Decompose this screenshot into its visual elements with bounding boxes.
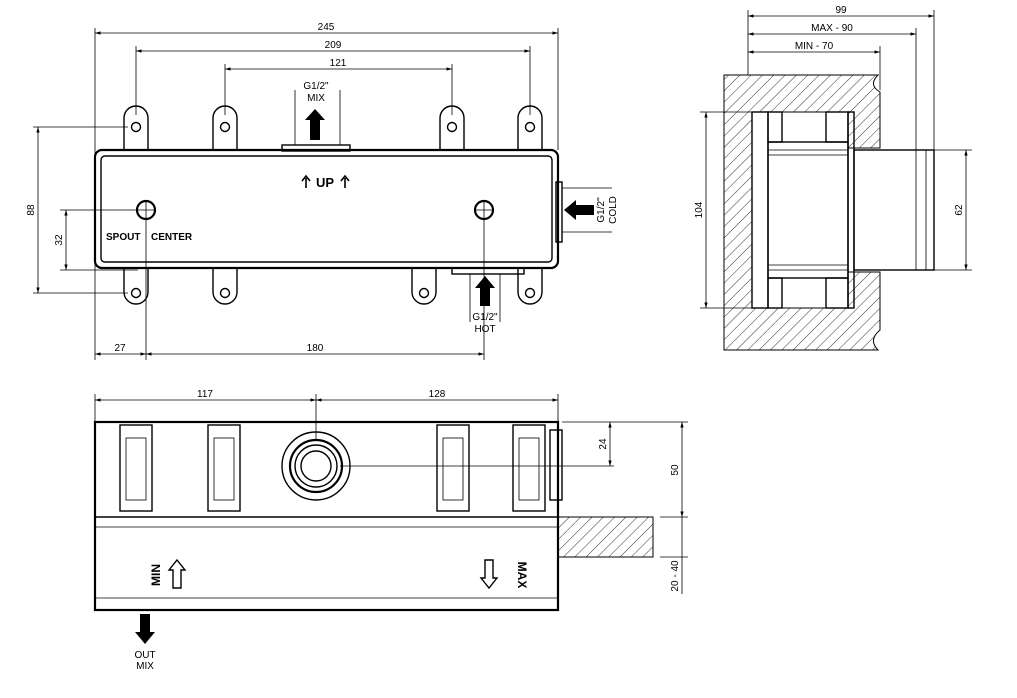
dim-center: 180: [307, 343, 324, 354]
front-body-outline: [93, 420, 560, 612]
mix-outlet-arrow-icon: [305, 109, 325, 140]
up-arrow-left-icon: [301, 174, 311, 188]
front-view: 117 128 24 50 20 - 40: [93, 389, 688, 672]
dim-99: 99: [835, 5, 847, 16]
hot-label: HOT: [474, 324, 495, 335]
dim-spout-offset: 32: [54, 234, 65, 246]
mounting-lugs-bottom: [123, 268, 543, 305]
dim-104: 104: [694, 201, 705, 218]
dim-50: 50: [670, 464, 681, 476]
dim-left: 27: [114, 343, 126, 354]
mixer-body-inner: [100, 155, 553, 263]
dim-inner-span: 121: [330, 58, 347, 69]
front-slots: [119, 424, 546, 512]
min-arrow-icon: [167, 558, 187, 589]
cartridge-body: [853, 149, 935, 271]
max-label: MAX: [515, 562, 529, 589]
dim-max: MAX - 90: [811, 23, 853, 34]
wall-section-hatch: [723, 74, 881, 351]
mixer-body-outline: [93, 148, 560, 270]
mounting-lugs-top: [123, 105, 543, 150]
cold-inlet-arrow-icon: [564, 200, 594, 220]
hot-size: G1/2": [472, 312, 498, 323]
dim-overall-width: 245: [318, 22, 335, 33]
dim-24: 24: [598, 438, 609, 450]
dim-117: 117: [197, 389, 213, 400]
dim-128: 128: [429, 389, 446, 400]
wall-slab-hatch: [557, 516, 654, 558]
cold-label: COLD: [608, 196, 619, 224]
up-arrow-right-icon: [340, 174, 350, 188]
cold-size: G1/2": [596, 197, 607, 223]
top-view: 245 209 121 88 32 27 180: [26, 22, 619, 360]
spout-label: SPOUT: [106, 232, 140, 243]
hot-inlet-flange: [451, 267, 525, 275]
max-arrow-icon: [479, 559, 499, 590]
mix-outlet-flange: [281, 144, 351, 152]
side-view: 99 MAX - 90 MIN - 70 104 62: [694, 5, 972, 351]
mix-label: MIX: [307, 93, 325, 104]
cold-inlet-flange: [555, 181, 563, 243]
out-mix-arrow-icon: [135, 614, 155, 644]
dim-20-40: 20 - 40: [670, 560, 681, 592]
min-label: MIN: [149, 564, 163, 586]
mix-size: G1/2": [303, 81, 329, 92]
out-mix-label: MIX: [136, 661, 154, 672]
dim-height: 88: [26, 204, 37, 216]
hot-inlet-arrow-icon: [475, 276, 495, 306]
outlet-port-icon: [281, 431, 351, 501]
up-label: UP: [316, 175, 334, 190]
center-label: CENTER: [151, 232, 193, 243]
dim-lug-span: 209: [325, 40, 342, 51]
dim-62: 62: [954, 204, 965, 216]
dim-min: MIN - 70: [795, 41, 834, 52]
out-label: OUT: [134, 650, 155, 661]
